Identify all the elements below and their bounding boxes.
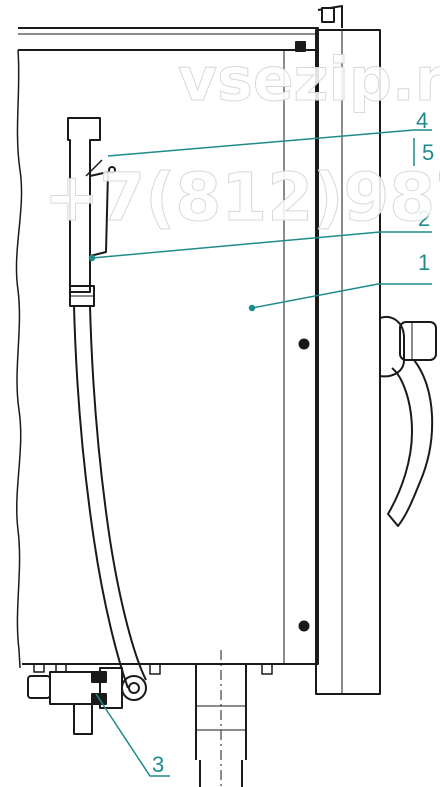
callout-4: 4: [416, 108, 428, 133]
drawing-linework: [15, 5, 437, 787]
leader-3: [95, 693, 170, 777]
pipe-assembly: [67, 117, 147, 701]
callout-3: 3: [152, 752, 164, 777]
bottom-valve: [27, 667, 123, 735]
leader-2: [91, 231, 432, 259]
underside-details: [33, 664, 273, 675]
watermark-site: vsezip.ru: [178, 45, 440, 115]
side-column: [315, 29, 381, 695]
leader-lines: [88, 129, 432, 777]
door-handle: [379, 316, 437, 527]
watermark: vsezip.ru +7(812)987-0: [44, 45, 440, 237]
left-break-edge: [15, 49, 23, 669]
callout-1: 1: [418, 250, 430, 275]
leader-1: [251, 283, 432, 309]
drain-outlet: [195, 650, 247, 787]
top-frame: [18, 5, 343, 52]
leader-4: [107, 129, 432, 157]
callout-2: 2: [418, 206, 430, 231]
callout-5: 5: [422, 140, 434, 165]
watermark-phone: +7(812)987-0: [44, 159, 440, 236]
callout-labels: 1 2 3 4 5: [152, 108, 434, 777]
